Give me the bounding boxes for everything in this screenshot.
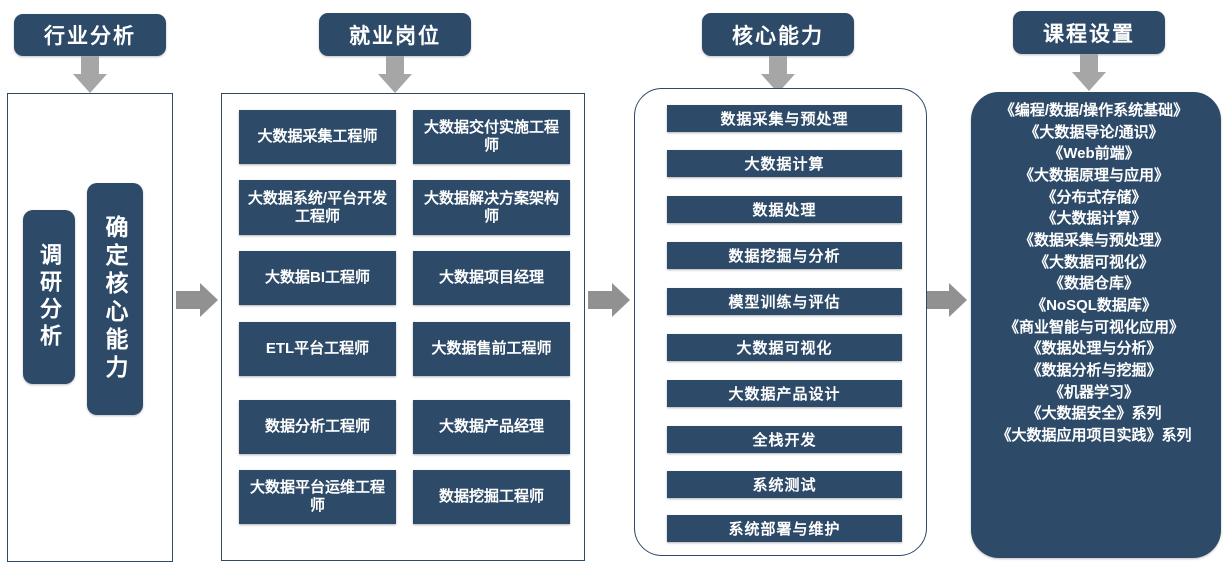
- job-box[interactable]: 数据分析工程师: [239, 400, 396, 454]
- ability-bar[interactable]: 数据采集与预处理: [667, 105, 902, 132]
- header-pill-course-setup[interactable]: 课程设置: [1013, 11, 1165, 54]
- ability-label: 系统部署与维护: [728, 521, 841, 538]
- job-box[interactable]: 大数据BI工程师: [239, 251, 396, 305]
- arrow-shaft: [176, 291, 200, 309]
- ability-bar[interactable]: 系统部署与维护: [667, 515, 902, 542]
- header-pill-label: 就业岗位: [349, 24, 441, 48]
- ability-bar[interactable]: 大数据可视化: [667, 334, 902, 361]
- arrow-shaft: [81, 56, 99, 74]
- job-box[interactable]: 数据挖掘工程师: [413, 470, 570, 524]
- course-item[interactable]: 《机器学习》: [1048, 383, 1139, 401]
- ability-bar[interactable]: 大数据产品设计: [667, 380, 902, 407]
- arrow-shaft: [769, 56, 787, 74]
- down-arrow-icon-industry: [73, 56, 107, 94]
- ability-label: 数据采集与预处理: [720, 111, 849, 128]
- ability-bar[interactable]: 模型训练与评估: [667, 288, 902, 315]
- job-label: 大数据系统/平台开发工程师: [247, 189, 388, 225]
- job-label: 大数据项目经理: [438, 269, 544, 287]
- ability-bar[interactable]: 数据挖掘与分析: [667, 242, 902, 269]
- job-box[interactable]: 大数据解决方案架构师: [413, 180, 570, 235]
- job-box[interactable]: ETL平台工程师: [239, 322, 396, 376]
- job-box[interactable]: 大数据售前工程师: [413, 322, 570, 376]
- right-arrow-icon-3: [925, 282, 969, 318]
- course-item[interactable]: 《大数据原理与应用》: [1018, 167, 1169, 185]
- arrow-head: [378, 74, 412, 93]
- course-item[interactable]: 《数据采集与预处理》: [1018, 232, 1169, 250]
- ability-label: 系统测试: [752, 477, 817, 494]
- course-item[interactable]: 《大数据导论/通识》: [1024, 123, 1164, 141]
- course-item[interactable]: 《编程/数据/操作系统基础》: [999, 102, 1189, 119]
- header-pill-core-abilities[interactable]: 核心能力: [702, 13, 854, 56]
- ability-bar[interactable]: 大数据计算: [667, 150, 902, 177]
- ability-bar[interactable]: 全栈开发: [667, 426, 902, 453]
- job-label: 大数据平台运维工程师: [249, 479, 385, 514]
- chip-label: 调研分析: [37, 243, 62, 351]
- job-box[interactable]: 大数据项目经理: [413, 251, 570, 305]
- down-arrow-icon-positions: [378, 56, 412, 94]
- ability-label: 全栈开发: [752, 432, 817, 449]
- course-item[interactable]: 《大数据应用项目实践》系列: [996, 427, 1192, 445]
- job-box[interactable]: 大数据系统/平台开发工程师: [239, 180, 396, 235]
- arrow-shaft: [588, 291, 612, 309]
- arrow-head: [612, 283, 630, 317]
- job-label: 大数据产品经理: [438, 418, 544, 436]
- course-item[interactable]: 《数据分析与挖掘》: [1026, 362, 1162, 380]
- down-arrow-icon-courses: [1072, 54, 1106, 92]
- ability-label: 大数据产品设计: [728, 386, 841, 403]
- job-label: 大数据解决方案架构师: [423, 189, 559, 225]
- job-box[interactable]: 大数据产品经理: [413, 400, 570, 454]
- chip-determine-core-ability[interactable]: 确定核心能力: [87, 183, 143, 415]
- right-arrow-icon-2: [588, 282, 632, 318]
- job-label: 大数据采集工程师: [257, 128, 378, 146]
- course-setup-panel: [971, 92, 1221, 558]
- course-item[interactable]: 《数据处理与分析》: [1026, 340, 1162, 358]
- job-label: 大数据交付实施工程师: [423, 119, 559, 154]
- job-box[interactable]: 大数据交付实施工程师: [413, 110, 570, 164]
- header-pill-label: 核心能力: [732, 24, 824, 48]
- course-item[interactable]: 《大数据安全》系列: [1026, 405, 1162, 423]
- arrow-head: [200, 283, 218, 317]
- ability-bar[interactable]: 数据处理: [667, 196, 902, 223]
- job-box[interactable]: 大数据平台运维工程师: [239, 470, 396, 524]
- right-arrow-icon-1: [176, 282, 220, 318]
- course-item[interactable]: 《商业智能与可视化应用》: [1003, 318, 1184, 336]
- course-item[interactable]: 《Web前端》: [1048, 145, 1140, 163]
- course-list: 《编程/数据/操作系统基础》 《大数据导论/通识》 《Web前端》 《大数据原理…: [963, 100, 1225, 447]
- job-label: 数据分析工程师: [264, 418, 370, 436]
- job-label: 大数据售前工程师: [431, 340, 552, 358]
- header-pill-industry-analysis[interactable]: 行业分析: [14, 14, 166, 56]
- header-pill-employment-positions[interactable]: 就业岗位: [319, 13, 471, 56]
- course-item[interactable]: 《NoSQL数据库》: [1031, 297, 1157, 315]
- ability-label: 数据挖掘与分析: [728, 248, 841, 265]
- header-pill-label: 行业分析: [44, 25, 136, 48]
- job-label: ETL平台工程师: [265, 340, 370, 358]
- arrow-shaft: [925, 291, 949, 309]
- ability-label: 大数据计算: [744, 156, 825, 173]
- arrow-shaft: [386, 56, 404, 74]
- header-pill-label: 课程设置: [1043, 22, 1135, 46]
- job-label: 大数据BI工程师: [264, 269, 370, 287]
- arrow-head: [1072, 72, 1106, 91]
- job-box[interactable]: 大数据采集工程师: [239, 110, 396, 164]
- ability-label: 数据处理: [752, 202, 817, 219]
- chip-research-analysis[interactable]: 调研分析: [23, 210, 75, 384]
- ability-bar[interactable]: 系统测试: [667, 471, 902, 498]
- ability-label: 模型训练与评估: [728, 294, 841, 311]
- course-item[interactable]: 《分布式存储》: [1041, 188, 1147, 206]
- job-label: 数据挖掘工程师: [438, 488, 544, 506]
- arrow-head: [949, 283, 967, 317]
- ability-label: 大数据可视化: [736, 340, 833, 357]
- course-item[interactable]: 《数据仓库》: [1048, 275, 1139, 293]
- course-item[interactable]: 《大数据计算》: [1041, 210, 1147, 228]
- course-item[interactable]: 《大数据可视化》: [1033, 253, 1154, 271]
- chip-label: 确定核心能力: [102, 215, 128, 383]
- arrow-head: [73, 74, 107, 93]
- arrow-shaft: [1080, 54, 1098, 72]
